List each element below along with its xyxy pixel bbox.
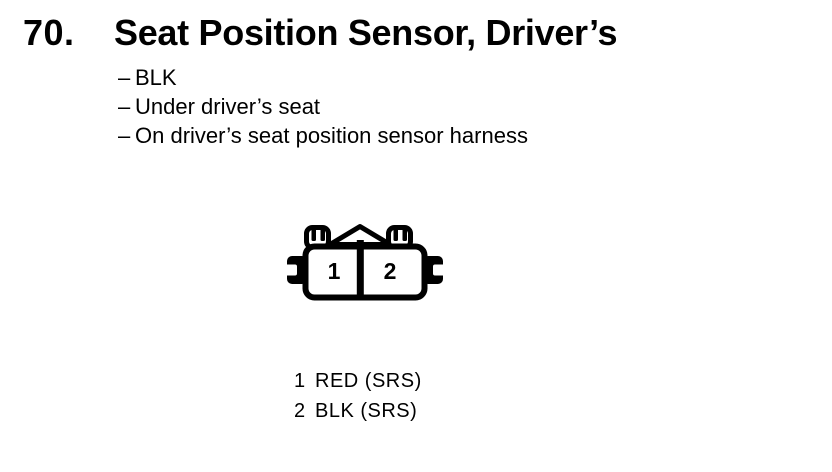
legend-wire-label: BLK (SRS) [315, 400, 418, 422]
pin-legend: 1 RED (SRS) 2 BLK (SRS) [294, 366, 422, 426]
note-text: Under driver’s seat [135, 94, 321, 119]
tab-prong [402, 228, 407, 241]
legend-pin-number: 1 [294, 370, 306, 392]
legend-row: 2 BLK (SRS) [294, 396, 422, 426]
pin-1-label: 1 [328, 258, 341, 284]
dash-bullet: – [118, 123, 131, 148]
tab-prong [320, 228, 325, 241]
connector-diagram-svg: 1 2 [284, 224, 446, 301]
pin-2-label: 2 [384, 258, 397, 284]
note-line: – On driver’s seat position sensor harne… [118, 121, 528, 150]
dash-bullet: – [118, 65, 131, 90]
dash-bullet: – [118, 94, 131, 119]
note-text: BLK [135, 65, 177, 90]
note-line: – BLK [118, 63, 528, 92]
connector-body [302, 243, 428, 301]
connector-ear-left-notch [284, 264, 297, 276]
detail-notes: – BLK – Under driver’s seat – On driver’… [118, 63, 528, 150]
connector-ear-right-notch [433, 264, 446, 276]
connector-diagram: 1 2 [280, 216, 450, 308]
tab-prong [393, 228, 398, 241]
legend-row: 1 RED (SRS) [294, 366, 422, 396]
item-number: 70. [23, 12, 75, 53]
note-text: On driver’s seat position sensor harness [135, 123, 528, 148]
legend-pin-number: 2 [294, 400, 306, 422]
note-line: – Under driver’s seat [118, 92, 528, 121]
tab-prong [311, 228, 316, 241]
cavity-divider [356, 240, 364, 298]
page-title: Seat Position Sensor, Driver’s [114, 12, 618, 53]
legend-wire-label: RED (SRS) [315, 370, 422, 392]
